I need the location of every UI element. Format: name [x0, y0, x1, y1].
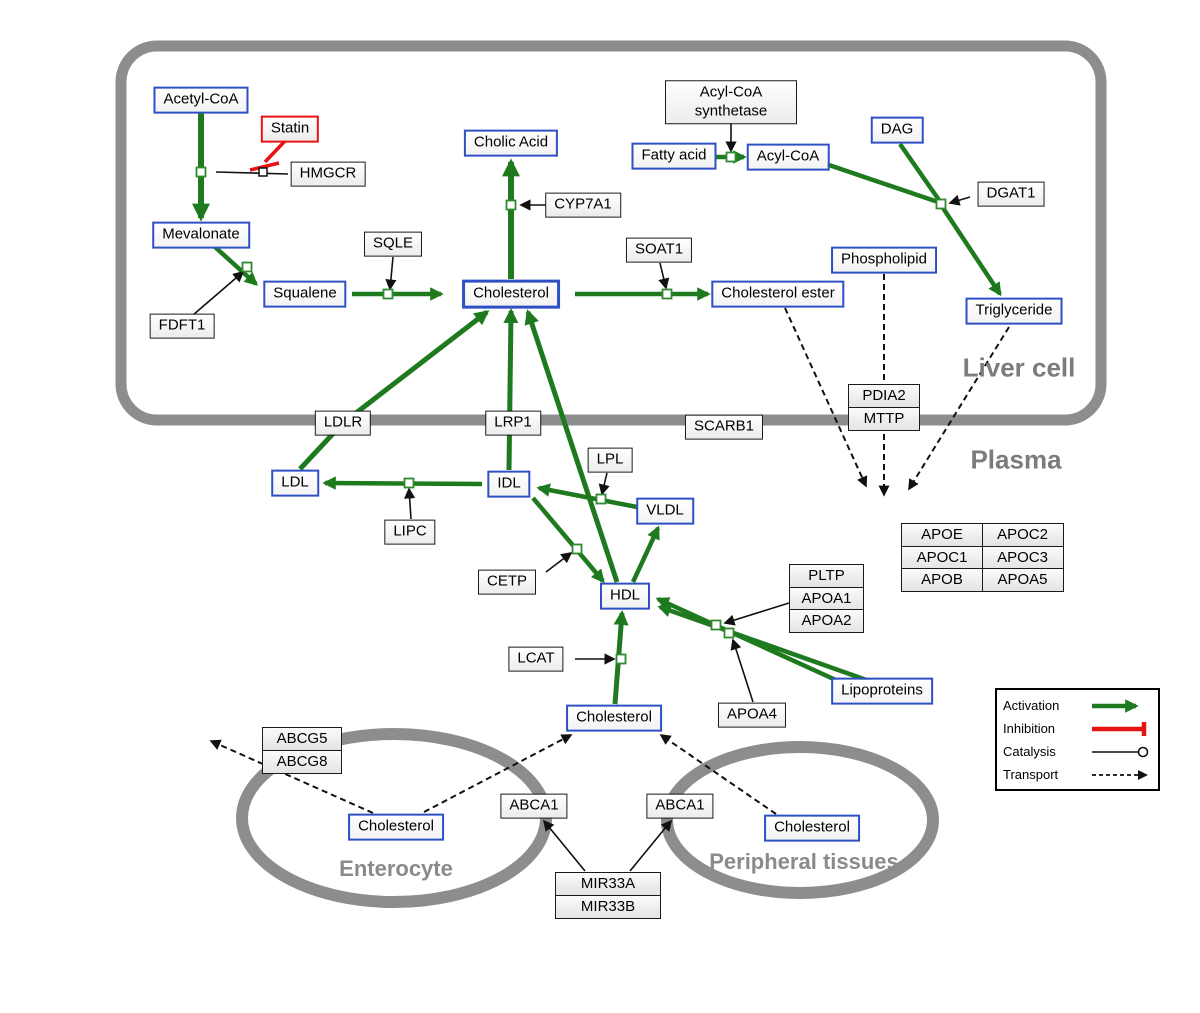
node-fatty-acid[interactable]: Fatty acid: [631, 142, 717, 170]
node-lcat[interactable]: LCAT: [508, 646, 564, 672]
node-soat1[interactable]: SOAT1: [625, 237, 693, 263]
node-squalene[interactable]: Squalene: [263, 280, 347, 308]
node-abca1-enterocyte[interactable]: ABCA1: [500, 793, 568, 819]
node-fdft1[interactable]: FDFT1: [149, 313, 215, 339]
node-lipc[interactable]: LIPC: [384, 519, 436, 545]
node-mir33a[interactable]: MIR33A: [555, 872, 661, 896]
legend-row-activation: Activation: [1003, 694, 1152, 717]
node-sqle[interactable]: SQLE: [363, 231, 423, 257]
node-lpl[interactable]: LPL: [587, 447, 633, 473]
node-acyl-coa[interactable]: Acyl-CoA: [746, 143, 830, 171]
liver-cell-label: Liver cell: [962, 352, 1076, 383]
catalysis-square: [258, 167, 268, 177]
node-cholesterol-enterocyte[interactable]: Cholesterol: [348, 813, 444, 841]
node-statin[interactable]: Statin: [260, 115, 320, 143]
node-apoa2[interactable]: APOA2: [789, 609, 864, 633]
node-cholesterol-peripheral[interactable]: Cholesterol: [764, 814, 860, 842]
node-pltp[interactable]: PLTP: [789, 564, 864, 588]
node-hdl[interactable]: HDL: [599, 582, 651, 610]
node-cholesterol-liver[interactable]: Cholesterol: [462, 279, 560, 309]
pltp-apoa-stack: PLTP APOA1 APOA2: [789, 564, 864, 633]
node-apob[interactable]: APOB: [901, 568, 983, 592]
enterocyte-label: Enterocyte: [339, 856, 453, 881]
node-acyl-coa-synthetase[interactable]: Acyl-CoA synthetase: [665, 80, 797, 124]
peripheral-tissues-label: Peripheral tissues: [709, 849, 899, 874]
node-ldl[interactable]: LDL: [271, 469, 319, 497]
node-pdia2[interactable]: PDIA2: [848, 384, 920, 408]
node-dgat1[interactable]: DGAT1: [977, 181, 1045, 207]
node-cyp7a1[interactable]: CYP7A1: [545, 192, 621, 218]
legend-transport-label: Transport: [1003, 767, 1059, 782]
reaction-nodes: [195, 151, 947, 665]
node-apoc2[interactable]: APOC2: [981, 523, 1064, 547]
catalysis-edges: [192, 121, 971, 872]
node-vldl[interactable]: VLDL: [636, 497, 694, 525]
inhibition-edge: [249, 139, 287, 172]
node-apoc1[interactable]: APOC1: [901, 545, 983, 570]
node-ldlr[interactable]: LDLR: [314, 410, 372, 436]
node-cholesterol-plasma[interactable]: Cholesterol: [566, 704, 662, 732]
node-cholic-acid[interactable]: Cholic Acid: [463, 129, 559, 157]
legend-row-transport: Transport: [1003, 763, 1152, 786]
node-dag[interactable]: DAG: [870, 116, 924, 144]
node-abcg8[interactable]: ABCG8: [262, 749, 342, 774]
node-lipoproteins[interactable]: Lipoproteins: [831, 677, 933, 705]
node-cetp[interactable]: CETP: [477, 569, 537, 595]
legend-row-catalysis: Catalysis: [1003, 740, 1152, 763]
legend: Activation Inhibition Catalysis Transpor…: [995, 688, 1160, 791]
membranes: [115, 40, 1107, 908]
node-acetyl-coa[interactable]: Acetyl-CoA: [153, 86, 249, 114]
legend-activation-label: Activation: [1003, 698, 1060, 713]
mir33-stack: MIR33A MIR33B: [555, 872, 661, 919]
node-triglyceride[interactable]: Triglyceride: [965, 297, 1063, 325]
node-apoe[interactable]: APOE: [901, 523, 983, 547]
activation-arrow-icon: [1092, 698, 1139, 713]
pdia2-mttp-stack: PDIA2 MTTP: [848, 384, 920, 431]
node-phospholipid[interactable]: Phospholipid: [831, 246, 937, 274]
legend-row-inhibition: Inhibition: [1003, 717, 1152, 740]
inhibition-tbar-icon: [1092, 721, 1147, 736]
node-apoc3[interactable]: APOC3: [981, 545, 1064, 570]
catalysis-circle-icon: [1092, 746, 1149, 757]
abcg-stack: ABCG5 ABCG8: [262, 727, 342, 774]
legend-catalysis-label: Catalysis: [1003, 744, 1056, 759]
node-lrp1[interactable]: LRP1: [485, 410, 541, 436]
apolipoprotein-table: APOE APOC2 APOC1 APOC3 APOB APOA5: [901, 523, 1064, 592]
node-mir33b[interactable]: MIR33B: [555, 894, 661, 919]
node-abcg5[interactable]: ABCG5: [262, 727, 342, 751]
node-apoa5[interactable]: APOA5: [981, 568, 1064, 592]
plasma-label: Plasma: [970, 444, 1062, 475]
node-mevalonate[interactable]: Mevalonate: [152, 221, 250, 249]
node-hmgcr[interactable]: HMGCR: [290, 161, 366, 187]
node-apoa1[interactable]: APOA1: [789, 586, 864, 611]
liver-cell-membrane: [115, 40, 1107, 426]
node-cholesterol-ester[interactable]: Cholesterol ester: [711, 280, 845, 308]
node-apoa4[interactable]: APOA4: [717, 702, 787, 728]
legend-inhibition-label: Inhibition: [1003, 721, 1056, 736]
node-mttp[interactable]: MTTP: [848, 406, 920, 431]
node-scarb1[interactable]: SCARB1: [684, 414, 764, 440]
transport-arrow-icon: [1092, 769, 1148, 780]
node-abca1-peripheral[interactable]: ABCA1: [646, 793, 714, 819]
node-idl[interactable]: IDL: [487, 470, 531, 498]
